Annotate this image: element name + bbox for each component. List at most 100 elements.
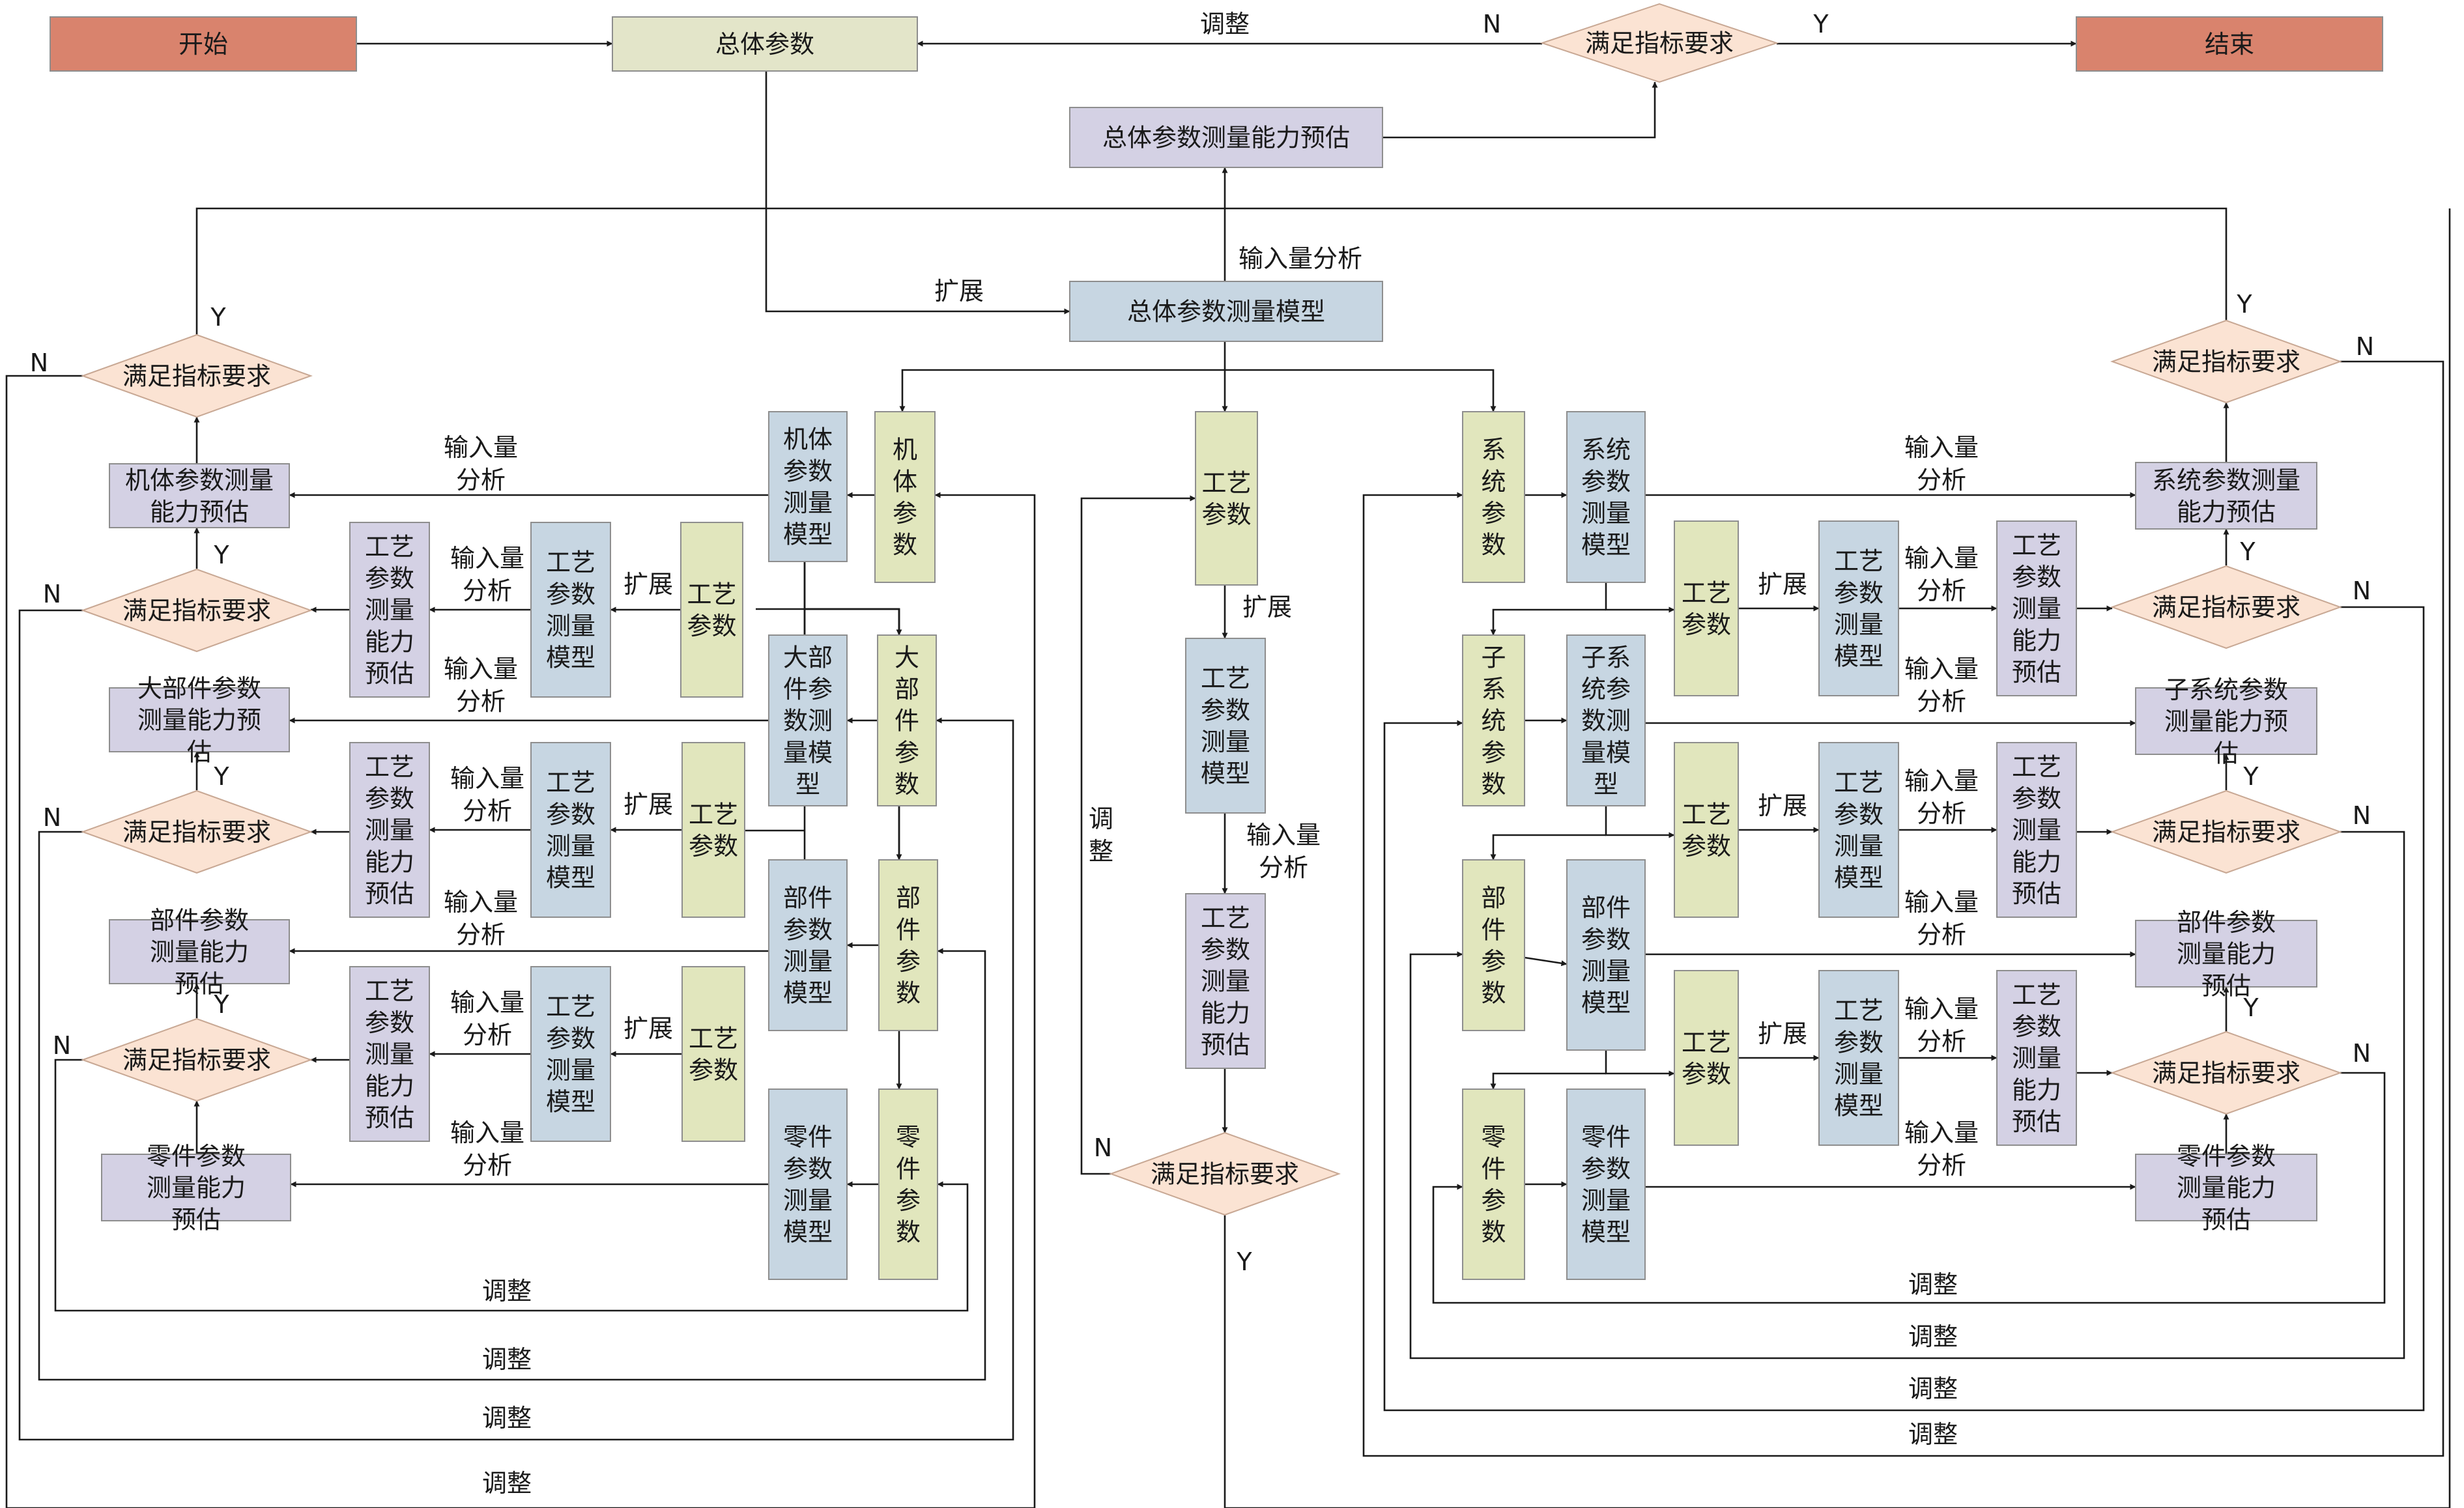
analysis-left-2-top: 输入量 xyxy=(450,764,524,793)
process-estimate-right-3-label: 工艺参数测量能力预估 xyxy=(2012,980,2061,1136)
decision-mid: 满足指标要求 xyxy=(1109,1131,1341,1216)
analysis-right-1-top: 输入量 xyxy=(1904,544,1979,573)
analysis-right-1-bottom: 分析 xyxy=(1917,576,1966,605)
adjust-mid: 调整 xyxy=(1089,804,1113,866)
decision-left-1-label: 满足指标要求 xyxy=(122,597,271,625)
process-model-right-1: 工艺参数测量模型 xyxy=(1818,520,1899,696)
adjust-left-2: 调整 xyxy=(482,1345,532,1374)
yes-mid: Y xyxy=(1236,1247,1252,1276)
component-model-right-label: 部件参数测量模型 xyxy=(1581,894,1631,1017)
process-model-right-3: 工艺参数测量模型 xyxy=(1818,970,1899,1146)
element-estimate-right-label: 零件参数测量能力预估 xyxy=(2177,1142,2276,1234)
element-params-right: 零件参数 xyxy=(1462,1088,1525,1280)
decision-right-3-label: 满足指标要求 xyxy=(2152,1059,2300,1088)
process-model-left-1-label: 工艺参数测量模型 xyxy=(546,548,595,672)
no-right-2: N xyxy=(2353,801,2371,830)
process-estimate-right-1: 工艺参数测量能力预估 xyxy=(1996,520,2077,696)
subsystem-params-box-label: 子系统参数 xyxy=(1481,643,1506,799)
decision-right-2-label: 满足指标要求 xyxy=(2152,818,2300,847)
estimate-to-decision xyxy=(1382,81,1658,139)
analysis-right-component-top: 输入量 xyxy=(1904,888,1979,917)
overall-model-box-label: 总体参数测量模型 xyxy=(1127,298,1325,326)
subsystem-estimate-box-label: 子系统参数测量能力预估 xyxy=(2164,676,2288,767)
process-model-left-1: 工艺参数测量模型 xyxy=(530,522,611,698)
element-estimate-right: 零件参数测量能力预估 xyxy=(2135,1142,2317,1234)
airframe-params-box-label: 机体参数 xyxy=(893,436,917,560)
analysis-left-element-top: 输入量 xyxy=(450,1118,524,1147)
adjust-left-4: 调整 xyxy=(482,1469,532,1498)
expand-right-2: 扩展 xyxy=(1758,791,1807,820)
major-part-model-box-label: 大部件参数测量模型 xyxy=(783,643,833,799)
component-params-right-label: 部件参数 xyxy=(1481,884,1506,1008)
system-params-box: 系统参数 xyxy=(1462,411,1525,583)
expand-overall xyxy=(765,71,1070,315)
element-model-right: 零件参数测量模型 xyxy=(1566,1088,1646,1280)
process-params-left-3-label: 工艺参数 xyxy=(689,1024,738,1085)
major-part-params-box: 大部件参数 xyxy=(877,634,937,806)
process-params-right-1-label: 工艺参数 xyxy=(1682,578,1731,639)
decision-left-top-label: 满足指标要求 xyxy=(122,362,271,391)
input-analysis-label-overall: 输入量分析 xyxy=(1239,244,1362,273)
process-model-right-3-label: 工艺参数测量模型 xyxy=(1834,997,1884,1120)
adjust-label-top: 调整 xyxy=(1200,10,1250,38)
process-estimate-right-2-label: 工艺参数测量能力预估 xyxy=(2012,752,2061,908)
process-estimate-mid-label: 工艺参数测量能力预估 xyxy=(1201,903,1250,1059)
expand-left-1: 扩展 xyxy=(623,570,673,599)
no-right-1: N xyxy=(2353,576,2371,605)
process-params-right-1: 工艺参数 xyxy=(1674,520,1739,696)
analysis-left-major-top: 输入量 xyxy=(444,655,518,683)
yes-right-2: Y xyxy=(2242,762,2259,791)
adjust-left-3: 调整 xyxy=(482,1404,532,1432)
airframe-model-box-label: 机体参数测量模型 xyxy=(783,425,833,549)
decision-mid-label: 满足指标要求 xyxy=(1151,1160,1299,1189)
overall-estimate-box: 总体参数测量能力预估 xyxy=(1069,107,1383,168)
left-split-c xyxy=(803,608,902,1090)
major-part-model-box: 大部件参数测量模型 xyxy=(768,634,848,806)
left-top-yes xyxy=(195,207,2228,362)
process-params-mid-label: 工艺参数 xyxy=(1201,468,1251,529)
system-model-box: 系统参数测量模型 xyxy=(1566,411,1646,583)
process-params-left-1-label: 工艺参数 xyxy=(687,580,736,640)
process-estimate-left-1: 工艺参数测量能力预估 xyxy=(349,522,430,698)
component-params-box: 部件参数 xyxy=(878,859,938,1031)
process-params-right-3: 工艺参数 xyxy=(1674,970,1739,1146)
left-loop-2 xyxy=(38,831,986,1381)
no-left-1: N xyxy=(43,580,61,608)
analysis-left-1-bottom: 分析 xyxy=(463,576,512,605)
element-model-box-label: 零件参数测量模型 xyxy=(783,1123,833,1247)
analysis-right-system-bottom: 分析 xyxy=(1917,466,1966,494)
decision-left-1: 满足指标要求 xyxy=(81,568,313,653)
subsystem-params-box: 子系统参数 xyxy=(1462,634,1525,806)
analysis-left-major-bottom: 分析 xyxy=(456,687,506,716)
decision-right-1: 满足指标要求 xyxy=(2110,565,2342,649)
overall-params-box: 总体参数 xyxy=(612,16,918,72)
right-loop-1 xyxy=(1432,1072,2386,1304)
analysis-left-airframe-bottom: 分析 xyxy=(456,466,506,494)
no-right-top: N xyxy=(2356,332,2374,361)
element-params-right-label: 零件参数 xyxy=(1481,1123,1506,1247)
component-estimate-right-label: 部件参数测量能力预估 xyxy=(2177,908,2276,1000)
analysis-right-3-bottom: 分析 xyxy=(1917,1027,1966,1056)
process-estimate-mid: 工艺参数测量能力预估 xyxy=(1185,893,1266,1069)
end-box: 结束 xyxy=(2076,16,2383,72)
process-params-right-2: 工艺参数 xyxy=(1674,742,1739,918)
element-model-box: 零件参数测量模型 xyxy=(768,1088,848,1280)
component-estimate-right: 部件参数测量能力预估 xyxy=(2135,908,2317,1000)
right-down-1 xyxy=(1490,608,1606,636)
major-part-params-box-label: 大部件参数 xyxy=(895,643,919,799)
analysis-right-subsystem-bottom: 分析 xyxy=(1917,687,1966,716)
right-split-2 xyxy=(1605,806,1675,838)
analysis-right-element-top: 输入量 xyxy=(1904,1118,1979,1147)
process-params-right-2-label: 工艺参数 xyxy=(1682,800,1731,861)
system-estimate-box: 系统参数测量能力预估 xyxy=(2135,462,2317,530)
left-loop-1 xyxy=(54,1059,969,1312)
analysis-right-element-bottom: 分析 xyxy=(1917,1151,1966,1180)
analysis-left-3-top: 输入量 xyxy=(450,988,524,1017)
overall-params-box-label: 总体参数 xyxy=(715,30,814,59)
element-estimate-box: 零件参数测量能力预估 xyxy=(101,1142,291,1234)
component-params-to-model-r xyxy=(1524,956,1568,967)
decision-left-2: 满足指标要求 xyxy=(81,790,313,874)
no-left-2: N xyxy=(43,803,61,832)
yes-left-top: Y xyxy=(210,303,226,332)
